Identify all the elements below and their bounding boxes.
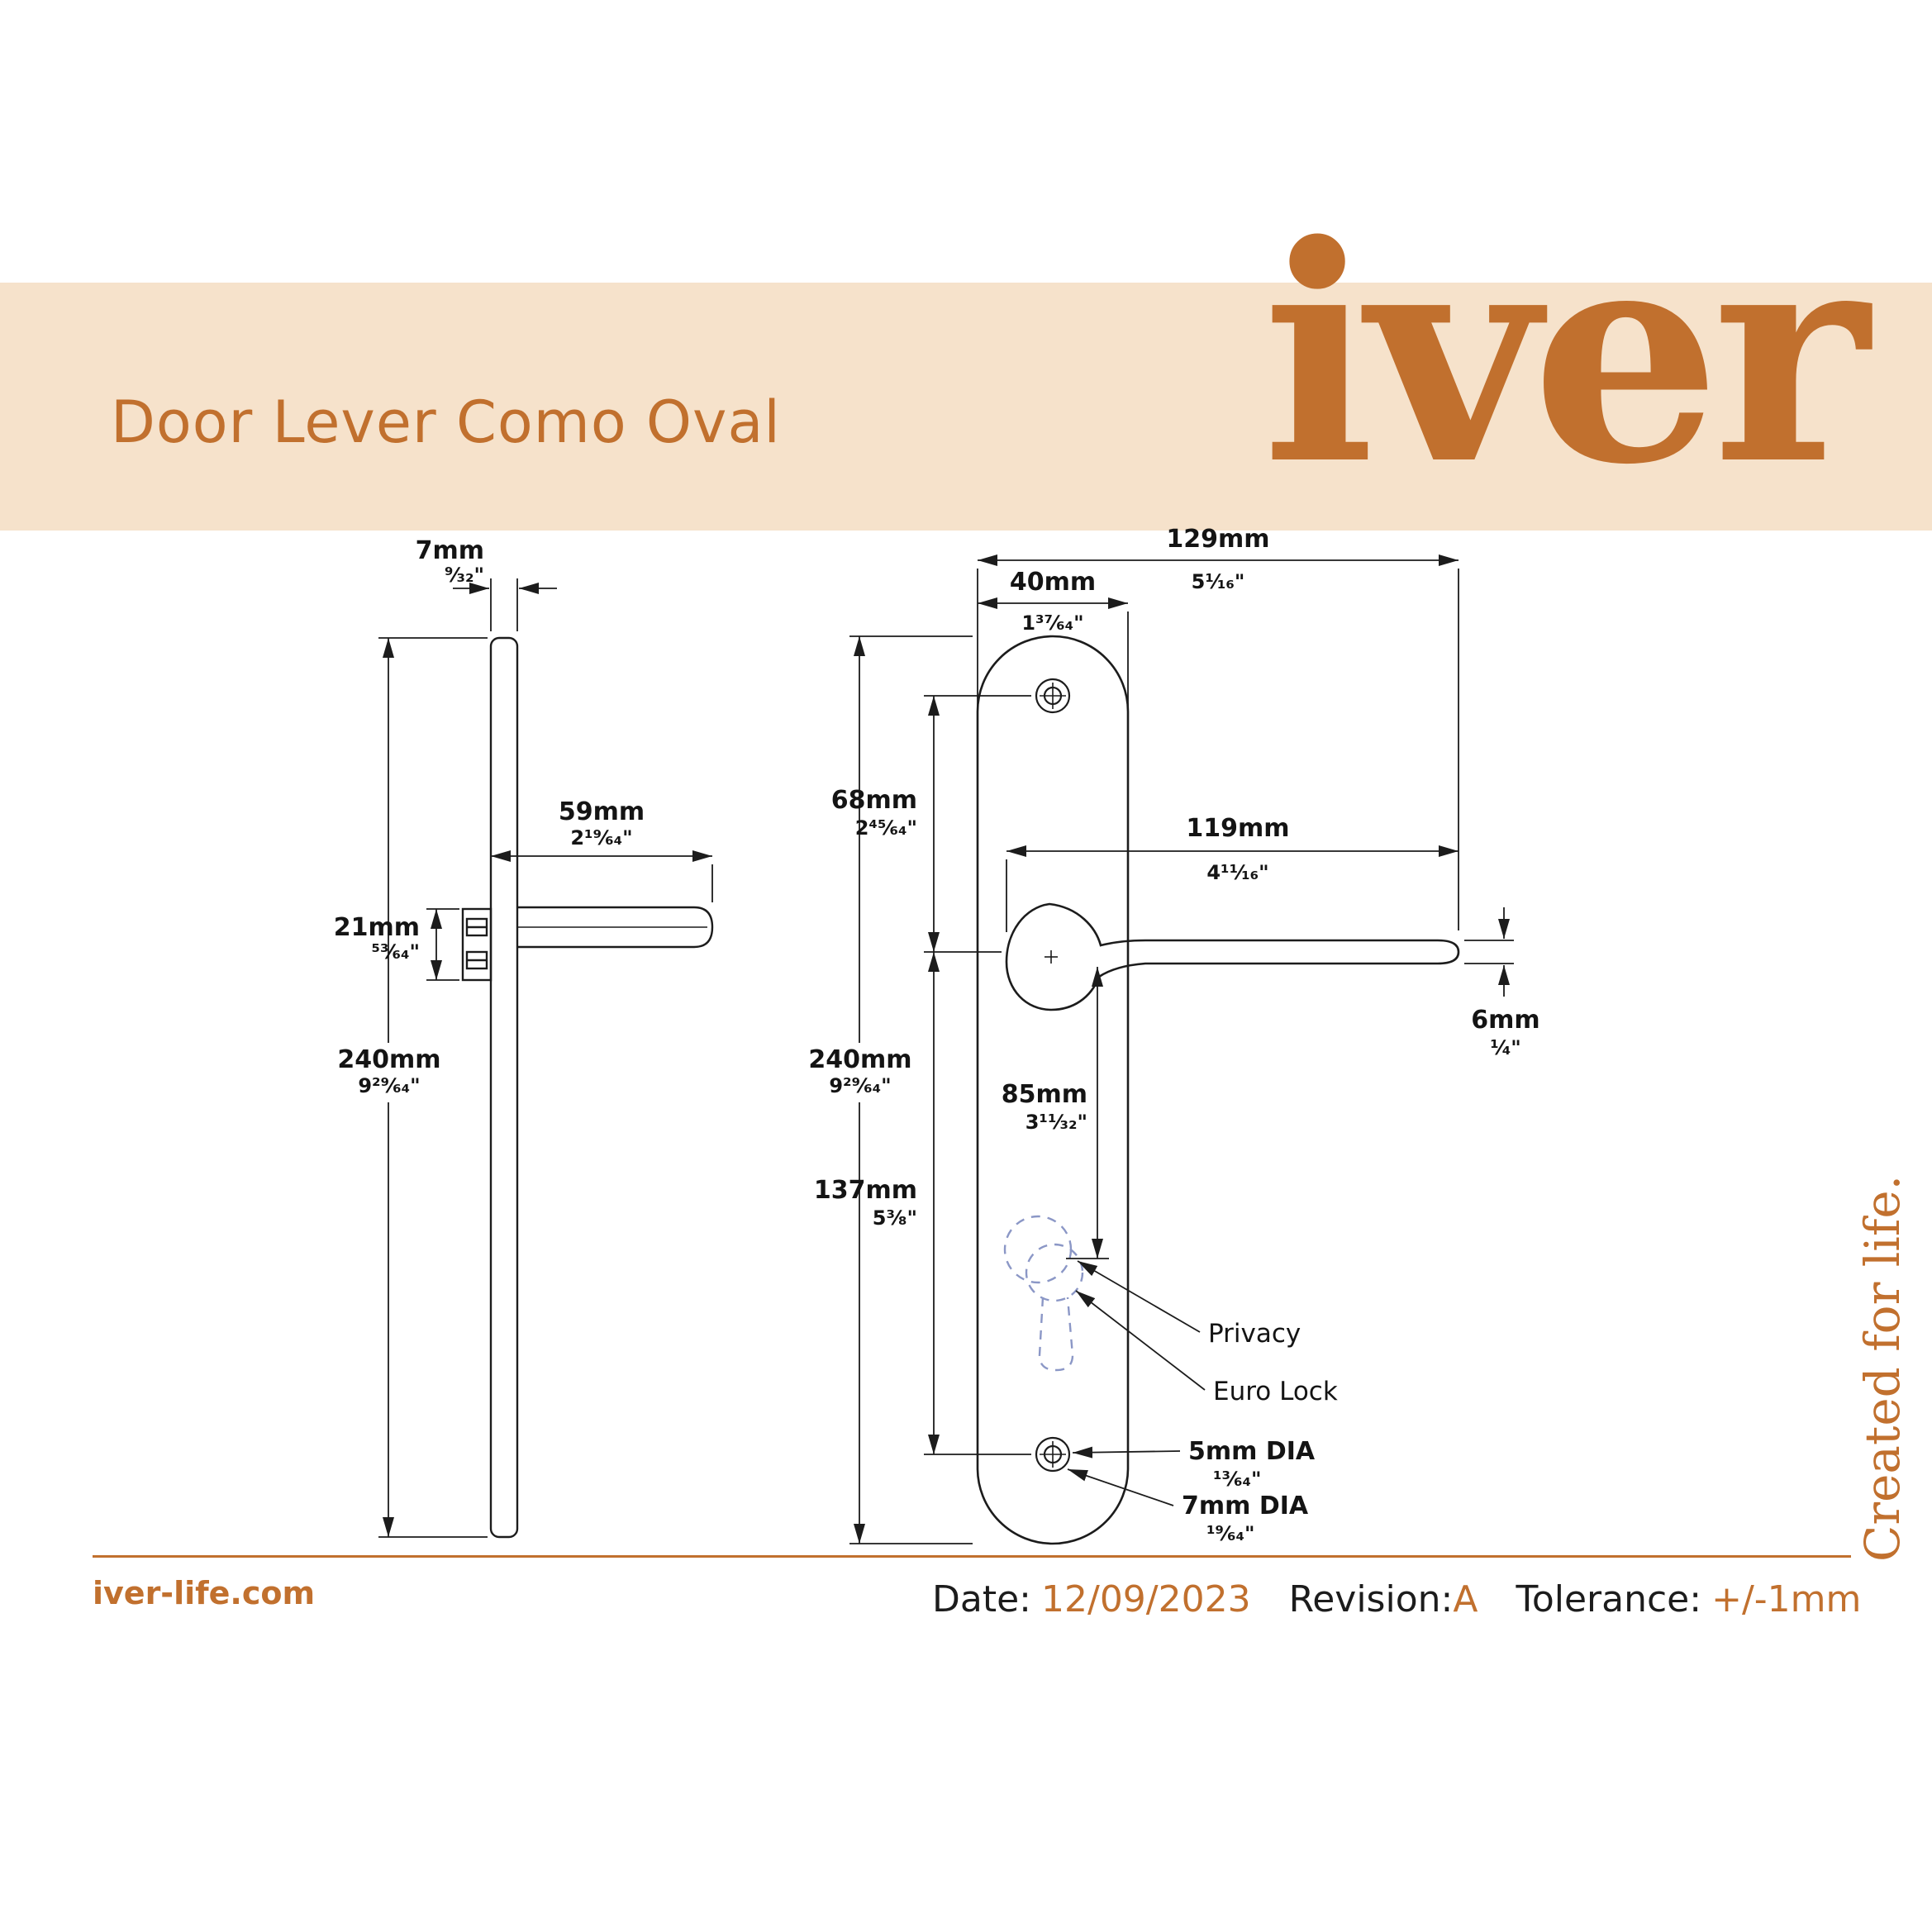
dim-lever-thickness: [1464, 907, 1514, 997]
privacy-leader: [1077, 1260, 1201, 1333]
date-value: 12/09/2023: [1041, 1578, 1251, 1620]
dim-plate-width-in: 1³⁷⁄₆₄": [1021, 611, 1083, 635]
euro-lock-label: Euro Lock: [1213, 1377, 1338, 1406]
dim-plate-height-side-mm: 240mm: [337, 1045, 440, 1074]
dim-plate-height-side-in: 9²⁹⁄₆₄": [358, 1074, 420, 1097]
hole-dia-leader: [1067, 1468, 1174, 1506]
footer-divider: [93, 1555, 1851, 1558]
euro-lock-leader: [1075, 1290, 1206, 1391]
dim-plate-width-mm: 40mm: [1010, 568, 1096, 597]
footer-info: Date: 12/09/2023 Revision: A Tolerance: …: [932, 1578, 1861, 1620]
dim-lever-to-hole-in: 5³⁄₈": [873, 1206, 917, 1230]
dim-plate-thickness: [453, 578, 557, 631]
dim-overall-width-in: 5¹⁄₁₆": [1192, 570, 1245, 593]
plate-edge-outline: [489, 636, 519, 1539]
dim-lever-length: [1006, 845, 1459, 932]
screw-dia-mm: 5mm DIA: [1188, 1437, 1316, 1466]
front-view: [976, 635, 1460, 1545]
dim-plate-thickness-in: ⁹⁄₃₂": [445, 564, 484, 587]
date-label: Date:: [932, 1578, 1031, 1620]
lever-hub: [461, 907, 493, 982]
dim-lever-projection-in: 2¹⁹⁄₆₄": [570, 826, 632, 849]
plate-front-outline: [976, 635, 1130, 1545]
screw-hole-bottom: [1035, 1436, 1071, 1473]
dim-plate-height-front: [802, 635, 973, 1544]
side-view-dimensions: [332, 578, 713, 1538]
hole-dia-in: ¹⁹⁄₆₄": [1206, 1522, 1255, 1545]
screw-hole-top: [1035, 678, 1071, 714]
dim-plate-height-front-in: 9²⁹⁄₆₄": [829, 1074, 891, 1097]
dim-lever-projection: [491, 850, 713, 902]
euro-lock-cutout-dashed: [1025, 1243, 1084, 1372]
dim-lever-projection-mm: 59mm: [559, 797, 645, 826]
header-banner: [0, 283, 1932, 531]
website-link[interactable]: iver-life.com: [93, 1575, 316, 1611]
dim-lever-thickness-in: ¹⁄₄": [1490, 1036, 1521, 1059]
dim-lever-to-lock-in: 3¹¹⁄₃₂": [1025, 1111, 1087, 1134]
page-title: Door Lever Como Oval: [111, 388, 781, 456]
dim-overall-width: [977, 554, 1459, 930]
dim-hole-to-lever-mm: 68mm: [831, 786, 917, 815]
dim-hole-to-lever-in: 2⁴⁵⁄₆₄": [855, 816, 917, 840]
dim-plate-thickness-mm: 7mm: [416, 536, 484, 565]
privacy-cutout-dashed: [1003, 1215, 1073, 1284]
dim-plate-height-front-mm: 240mm: [808, 1045, 911, 1074]
lever-front-profile: [1005, 902, 1460, 1011]
lever-pivot-mark: [1045, 950, 1058, 964]
dim-lever-to-hole-mm: 137mm: [814, 1176, 917, 1205]
dim-lever-length-in: 4¹¹⁄₁₆": [1206, 861, 1268, 884]
screw-dia-leader: [1072, 1446, 1181, 1459]
front-view-dimensions: [802, 554, 1514, 1544]
dim-lever-thickness-mm: 6mm: [1471, 1006, 1539, 1035]
brand-logo: iver: [1262, 180, 1869, 530]
dim-plate-width: [978, 597, 1129, 707]
privacy-label: Privacy: [1208, 1319, 1301, 1349]
dim-hub-height-in: ⁵³⁄₆₄": [371, 940, 420, 964]
dim-hub-height-mm: 21mm: [334, 913, 420, 942]
hole-dia-mm: 7mm DIA: [1182, 1492, 1309, 1520]
revision-value: A: [1453, 1578, 1478, 1620]
dim-hub-height: [426, 908, 459, 981]
dim-lever-to-hole: [924, 952, 1031, 1455]
tolerance-label: Tolerance:: [1516, 1578, 1702, 1620]
lock-cutouts: [1003, 1215, 1084, 1372]
tolerance-value: +/-1mm: [1711, 1578, 1862, 1620]
side-view: [461, 636, 714, 1539]
lever-side-profile: [517, 906, 714, 949]
dim-plate-height-side: [332, 637, 488, 1538]
screw-dia-in: ¹³⁄₆₄": [1213, 1468, 1262, 1491]
revision-label: Revision:: [1288, 1578, 1454, 1620]
dim-lever-to-lock-mm: 85mm: [1002, 1080, 1087, 1109]
dim-overall-width-mm: 129mm: [1166, 525, 1269, 554]
dim-lever-length-mm: 119mm: [1186, 814, 1289, 843]
dim-lever-to-lock: [1066, 967, 1109, 1259]
